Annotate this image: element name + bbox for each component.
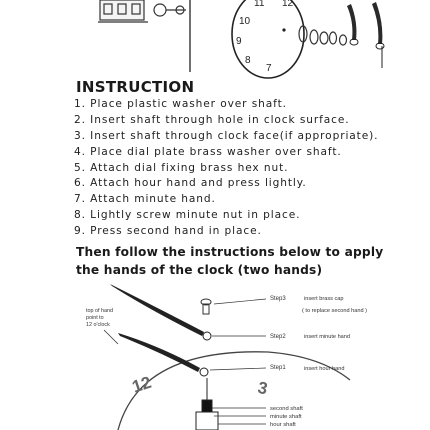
instruction-step: 1. Place plastic washer over shaft. <box>74 98 287 110</box>
hand-note: top of hand <box>86 308 113 314</box>
shaft-label: hour shaft <box>270 422 296 428</box>
instruction-step: 9. Press second hand in place. <box>74 225 262 238</box>
dial-face-outline <box>117 351 351 430</box>
dial-number: 12 <box>282 0 294 9</box>
followup-line: the hands of the clock (two hands) <box>76 263 323 277</box>
hand-note: point to <box>86 315 104 321</box>
instruction-step: 4. Place dial plate brass washer over sh… <box>74 145 342 158</box>
step2-label: Step2 <box>270 334 286 340</box>
step2-description: insert minute hand <box>304 334 350 340</box>
dial-number: 9 <box>236 36 242 47</box>
instruction-step: 6. Attach hour hand and press lightly. <box>74 177 307 190</box>
brass-cap-icon <box>200 298 212 315</box>
step3-description: ( to replace second hand ) <box>302 308 367 314</box>
dial-number: 8 <box>245 55 251 66</box>
clock-movement-icon <box>98 0 186 23</box>
clock-dial-icon: 11 12 10 9 8 7 <box>231 0 305 79</box>
shaft-label: second shaft <box>270 406 303 412</box>
instruction-steps: 1. Place plastic washer over shaft. 2. I… <box>74 97 378 240</box>
step3-description: insert brass cap <box>304 296 343 302</box>
step1-label: Step1 <box>270 365 286 371</box>
step3-label: Step3 <box>270 296 286 302</box>
instruction-step: 7. Attach minute hand. <box>74 193 216 206</box>
dial-number-3: 3 <box>256 378 269 399</box>
instruction-step: 3. Insert shaft through clock face(if ap… <box>74 129 379 142</box>
instruction-step: 8. Lightly screw minute nut in place. <box>74 209 301 222</box>
washer-icons <box>298 25 348 46</box>
instruction-step: 5. Attach dial fixing brass hex nut. <box>74 161 289 174</box>
shaft-label: minute shaft <box>270 414 302 420</box>
clock-hands-icon <box>347 2 385 68</box>
followup-note: Then follow the instructions below to ap… <box>76 243 426 279</box>
clock-parts-illustration: 11 12 10 9 8 7 <box>98 0 385 79</box>
dial-number: 7 <box>266 63 272 74</box>
shaft-assembly-icon <box>195 378 219 430</box>
instruction-step: 2. Insert shaft through hole in clock su… <box>74 113 350 126</box>
instruction-title: INSTRUCTION <box>76 78 195 96</box>
dial-number: 11 <box>254 0 265 9</box>
hand-note: 12 o'clock <box>86 322 110 328</box>
hour-hand-icon <box>118 333 209 377</box>
minute-hand-icon <box>110 284 212 341</box>
followup-line: Then follow the instructions below to ap… <box>76 245 384 259</box>
step1-description: insert hour hand <box>304 366 344 372</box>
dial-number-12: 12 <box>130 373 154 397</box>
dial-number: 10 <box>239 16 251 27</box>
